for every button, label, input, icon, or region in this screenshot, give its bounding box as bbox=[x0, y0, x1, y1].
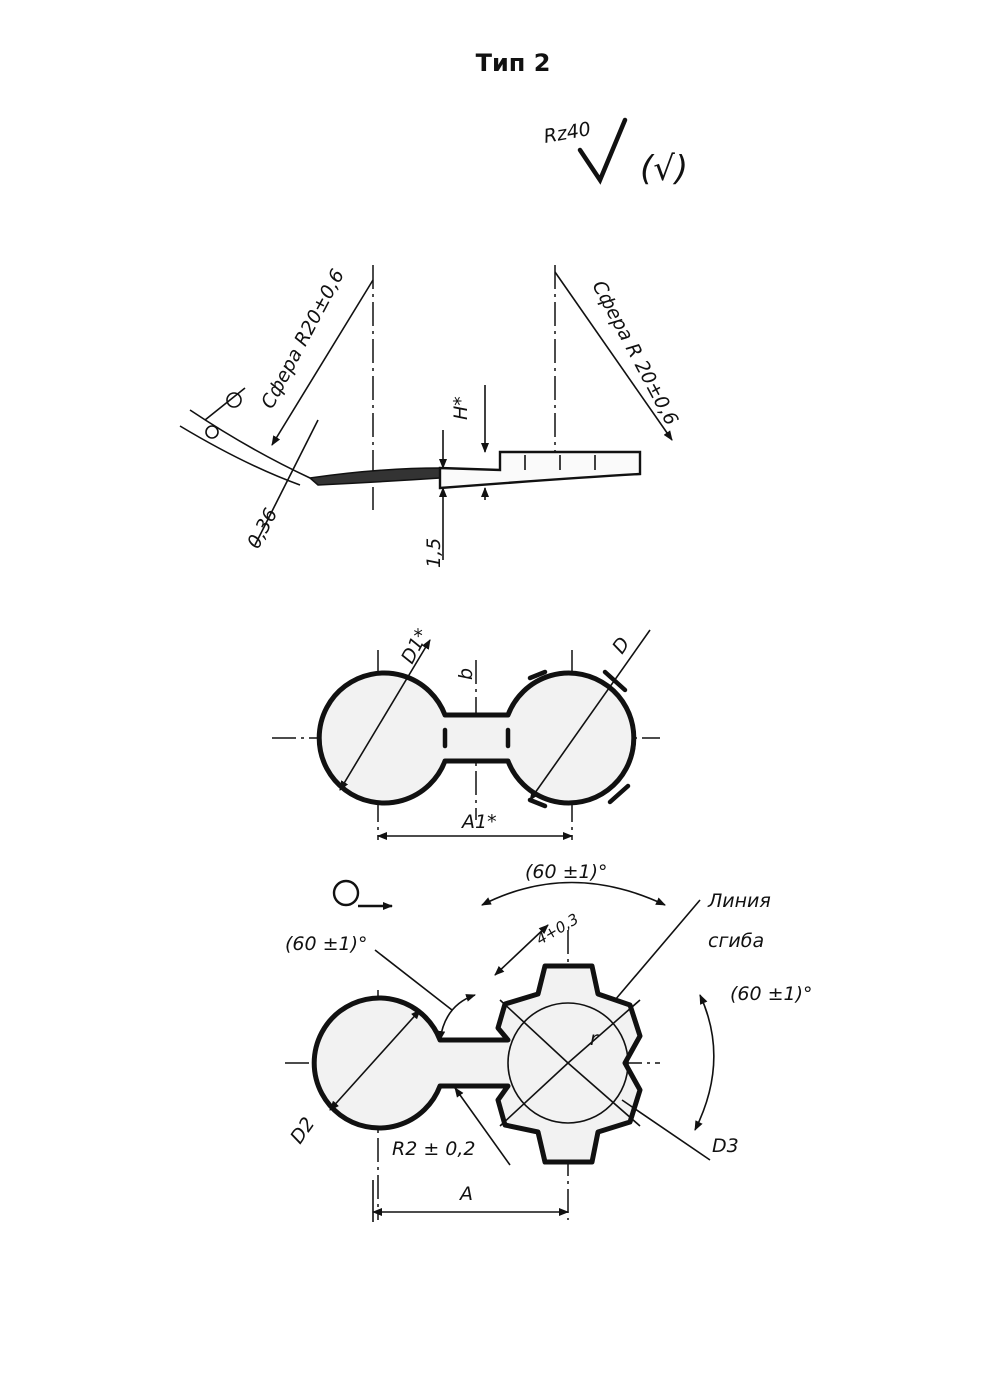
roughness-check-icon bbox=[577, 117, 628, 185]
a1-label: A1* bbox=[460, 811, 497, 833]
a-label: A bbox=[458, 1183, 473, 1205]
part-outline bbox=[311, 963, 643, 1165]
drawing-title: Тип 2 bbox=[476, 49, 551, 77]
view-circle-icon bbox=[332, 879, 360, 907]
bend-line-label-2: сгиба bbox=[708, 930, 764, 952]
radius-label: R2 ± 0,2 bbox=[392, 1138, 476, 1160]
d-label: D bbox=[608, 633, 634, 658]
d3-label: D3 bbox=[712, 1135, 739, 1157]
angle-left-label: (60 ±1)° bbox=[285, 933, 368, 955]
view-symbol-label: O→ bbox=[330, 916, 354, 934]
roughness-symbol: Rz40 (√) bbox=[542, 117, 688, 189]
sphere-right-label: Сфера R 20±0,6 bbox=[588, 277, 683, 429]
height-label: H* bbox=[450, 396, 472, 420]
part-view: O→ (60 ±1)° (60 ±1)° (60 ±1)° 4+0,3 Лини… bbox=[285, 861, 813, 1222]
section-view: Сфера R20±0,6 Сфера R 20±0,6 H* 0,36 1,5 bbox=[179, 265, 683, 568]
b-label: b bbox=[455, 668, 477, 680]
angle-top-label: (60 ±1)° bbox=[525, 861, 608, 883]
sphere-left-label: Сфера R20±0,6 bbox=[257, 266, 349, 413]
r-label: r bbox=[590, 1028, 599, 1050]
d1-label: D1* bbox=[397, 625, 433, 667]
angle-right-label: (60 ±1)° bbox=[730, 983, 813, 1005]
tolerance-label: 4+0,3 bbox=[533, 910, 582, 949]
dim-label: 1,5 bbox=[423, 538, 445, 568]
blank-view: D1* b D A1* bbox=[272, 625, 660, 840]
d2-label: D2 bbox=[286, 1113, 319, 1148]
roughness-label: Rz40 bbox=[542, 118, 592, 148]
section-hatch bbox=[308, 467, 441, 486]
thickness-label: 0,36 bbox=[243, 505, 282, 553]
bend-line-label-1: Линия bbox=[707, 890, 771, 912]
roughness-other-label: (√) bbox=[640, 149, 688, 189]
